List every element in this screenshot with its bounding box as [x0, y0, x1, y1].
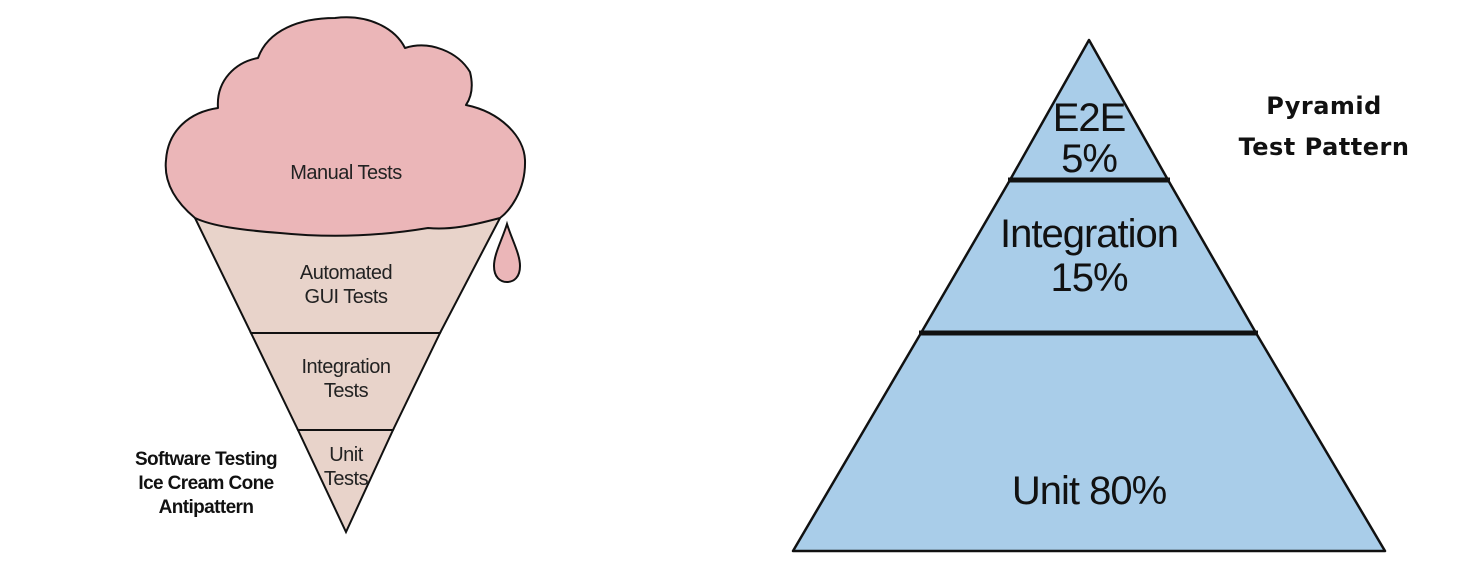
cone-layer-label: Unit	[329, 444, 364, 466]
test-pyramid-diagram: E2E 5% Integration 15% Unit 80% Pyramid …	[791, 38, 1410, 553]
cone-caption: Software Testing Ice Cream Cone Antipatt…	[135, 449, 278, 518]
ice-cream-cone-diagram: Manual Tests Automated GUI Tests Integra…	[135, 16, 527, 535]
cone-layer-label: Tests	[324, 380, 369, 402]
title-line: Pyramid	[1266, 92, 1382, 120]
tier-integration-percent: 15%	[1050, 256, 1127, 300]
cone-layer-label: Tests	[324, 468, 369, 490]
tier-unit-label: Unit 80%	[1012, 469, 1167, 513]
cone-layer-unit	[296, 429, 395, 535]
tier-integration-name: Integration	[1000, 212, 1178, 256]
pyramid-title: Pyramid Test Pattern	[1239, 92, 1410, 161]
title-line: Test Pattern	[1239, 133, 1410, 161]
ice-cream-drip-icon	[492, 220, 522, 284]
cone-layer-label: Integration	[301, 356, 390, 378]
ice-cream-scoop	[164, 16, 527, 237]
cone-layer-label: Automated	[300, 262, 392, 284]
tier-e2e-percent: 5%	[1061, 137, 1117, 181]
caption-line: Antipattern	[159, 497, 254, 518]
tier-e2e-name: E2E	[1053, 96, 1126, 140]
cone-body	[193, 217, 502, 535]
cone-layer-label: GUI Tests	[305, 286, 388, 308]
caption-line: Software Testing	[135, 449, 277, 470]
scoop-label: Manual Tests	[290, 162, 402, 184]
pyramid-tier-unit	[791, 331, 1387, 553]
caption-line: Ice Cream Cone	[138, 473, 273, 494]
